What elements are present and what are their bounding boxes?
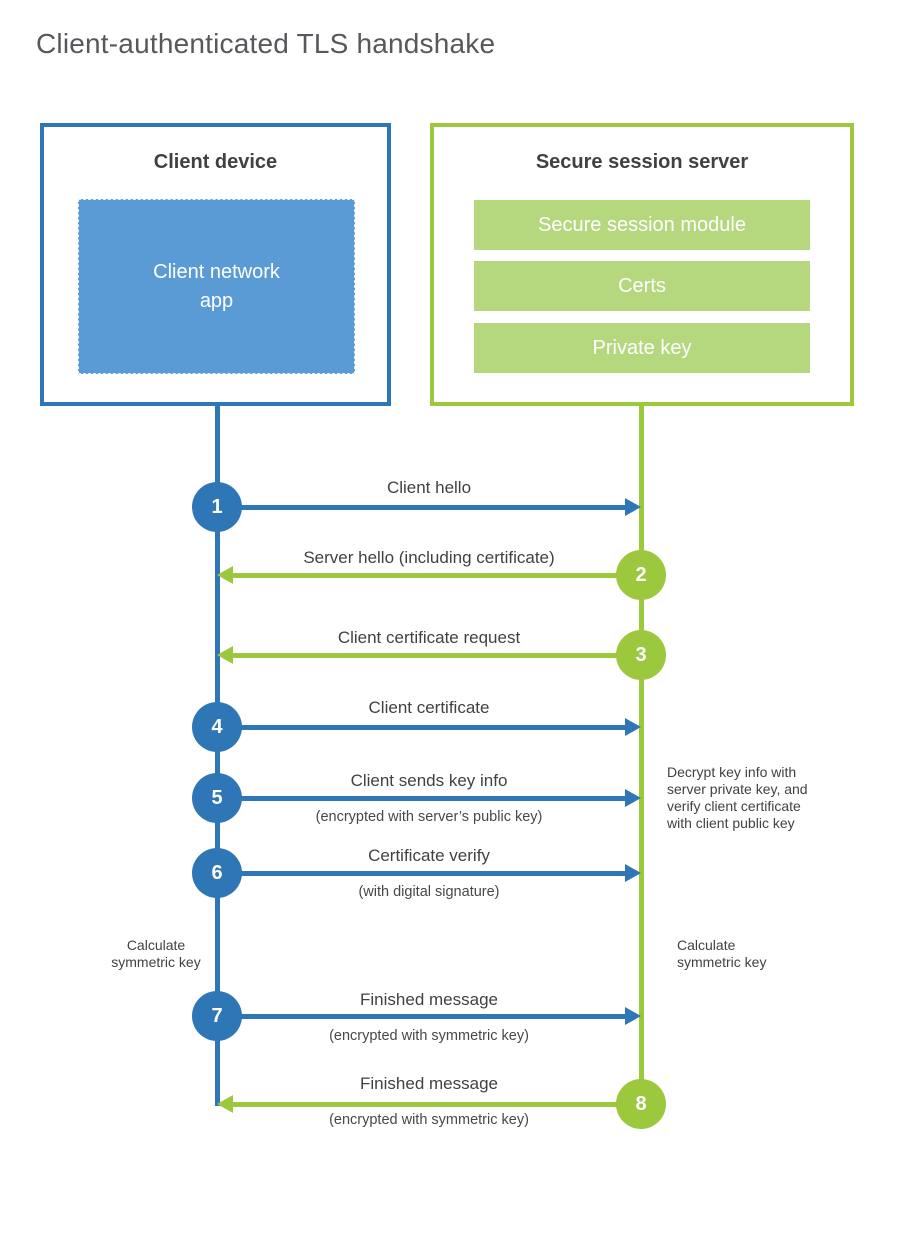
calculate-symmetric-key-note-client: Calculate symmetric key: [111, 937, 201, 970]
arrow-left: [231, 653, 641, 658]
server-lifeline: [639, 406, 644, 1129]
step-circle: 4: [192, 702, 242, 752]
arrowhead-right-icon: [625, 789, 641, 807]
message-sublabel: (encrypted with symmetric key): [329, 1112, 529, 1128]
decrypt-note: Decrypt key info with server private key…: [667, 764, 808, 831]
client-lifeline: [215, 406, 220, 1106]
step-circle: 8: [616, 1079, 666, 1129]
message-label: Client certificate: [368, 698, 490, 717]
step-circle: 5: [192, 773, 242, 823]
secure-session-server-title: Secure session server: [535, 151, 749, 173]
arrowhead-right-icon: [625, 864, 641, 882]
step-circle: 2: [616, 550, 666, 600]
message-sublabel: (encrypted with server’s public key): [315, 809, 543, 825]
server-module-certs: Certs: [474, 261, 810, 311]
message-label: Client hello: [386, 478, 472, 497]
step-circle: 1: [192, 482, 242, 532]
client-network-app-label: Client network app: [153, 260, 280, 312]
arrow-right: [217, 796, 627, 801]
server-module-private-key: Private key: [474, 323, 810, 373]
arrow-right: [217, 1014, 627, 1019]
arrowhead-left-icon: [217, 566, 233, 584]
message-label: Finished message: [360, 990, 498, 1009]
arrow-right: [217, 871, 627, 876]
message-sublabel: (with digital signature): [358, 884, 500, 900]
arrow-left: [231, 573, 641, 578]
arrow-right: [217, 725, 627, 730]
arrowhead-right-icon: [625, 718, 641, 736]
client-network-app-box: Client network app: [78, 199, 355, 374]
message-label: Client sends key info: [350, 771, 508, 790]
step-circle: 6: [192, 848, 242, 898]
message-label: Certificate verify: [368, 846, 490, 865]
message-label: Server hello (including certificate): [303, 548, 555, 567]
arrowhead-right-icon: [625, 498, 641, 516]
message-sublabel: (encrypted with symmetric key): [329, 1028, 529, 1044]
message-label: Finished message: [360, 1074, 498, 1093]
arrow-left: [231, 1102, 641, 1107]
arrowhead-left-icon: [217, 1095, 233, 1113]
step-circle: 3: [616, 630, 666, 680]
message-label: Client certificate request: [337, 628, 521, 647]
server-module-secure-session: Secure session module: [474, 200, 810, 250]
client-device-title: Client device: [153, 151, 278, 173]
diagram-title: Client-authenticated TLS handshake: [36, 28, 496, 59]
step-circle: 7: [192, 991, 242, 1041]
arrow-right: [217, 505, 627, 510]
calculate-symmetric-key-note-server: Calculate symmetric key: [677, 937, 767, 970]
arrowhead-left-icon: [217, 646, 233, 664]
arrowhead-right-icon: [625, 1007, 641, 1025]
